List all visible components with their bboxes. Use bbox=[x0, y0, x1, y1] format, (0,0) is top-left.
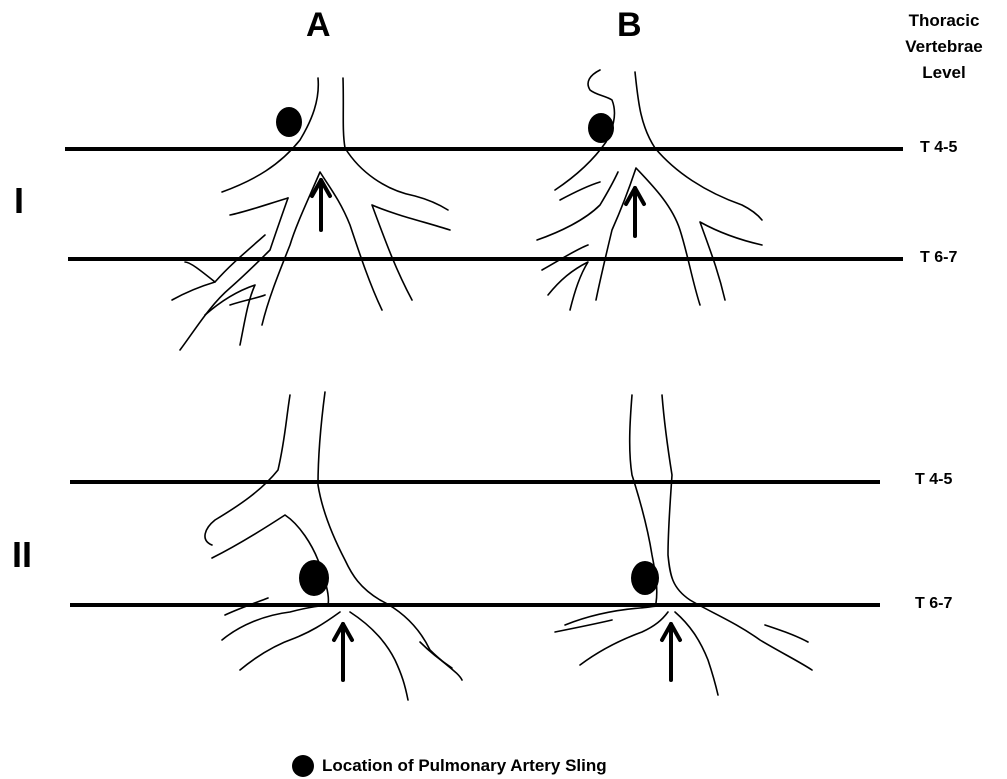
sling-markers bbox=[276, 107, 659, 596]
airway-tree-IB bbox=[537, 70, 762, 310]
airway-tree-IIA bbox=[205, 392, 462, 700]
level-label-I-lower: T 6-7 bbox=[920, 249, 957, 267]
vertebral-level-lines bbox=[65, 149, 903, 605]
row-label-ii: II bbox=[12, 534, 32, 576]
header-line-2: Vertebrae bbox=[889, 34, 999, 60]
sling-marker-IIB bbox=[631, 561, 659, 595]
column-label-b: B bbox=[617, 6, 642, 45]
vertebrae-level-header: Thoracic Vertebrae Level bbox=[889, 8, 999, 86]
sling-marker-IA bbox=[276, 107, 302, 137]
sling-marker-IB bbox=[588, 113, 614, 143]
legend: Location of Pulmonary Artery Sling bbox=[292, 755, 607, 777]
carina-arrow-IIB bbox=[662, 624, 680, 680]
legend-label: Location of Pulmonary Artery Sling bbox=[322, 756, 607, 776]
level-label-II-lower: T 6-7 bbox=[915, 595, 952, 613]
column-label-a: A bbox=[306, 6, 331, 45]
carina-arrow-IIA bbox=[334, 624, 352, 680]
legend-marker-icon bbox=[292, 755, 314, 777]
row-label-i: I bbox=[14, 180, 24, 222]
level-label-I-upper: T 4-5 bbox=[920, 139, 957, 157]
sling-marker-IIA bbox=[299, 560, 329, 596]
airway-tree-IA bbox=[172, 78, 450, 350]
header-line-1: Thoracic bbox=[889, 8, 999, 34]
header-line-3: Level bbox=[889, 60, 999, 86]
airway-tree-IIB bbox=[555, 395, 812, 695]
level-label-II-upper: T 4-5 bbox=[915, 471, 952, 489]
carina-arrow-IB bbox=[626, 188, 644, 236]
carina-arrow-IA bbox=[312, 180, 330, 230]
